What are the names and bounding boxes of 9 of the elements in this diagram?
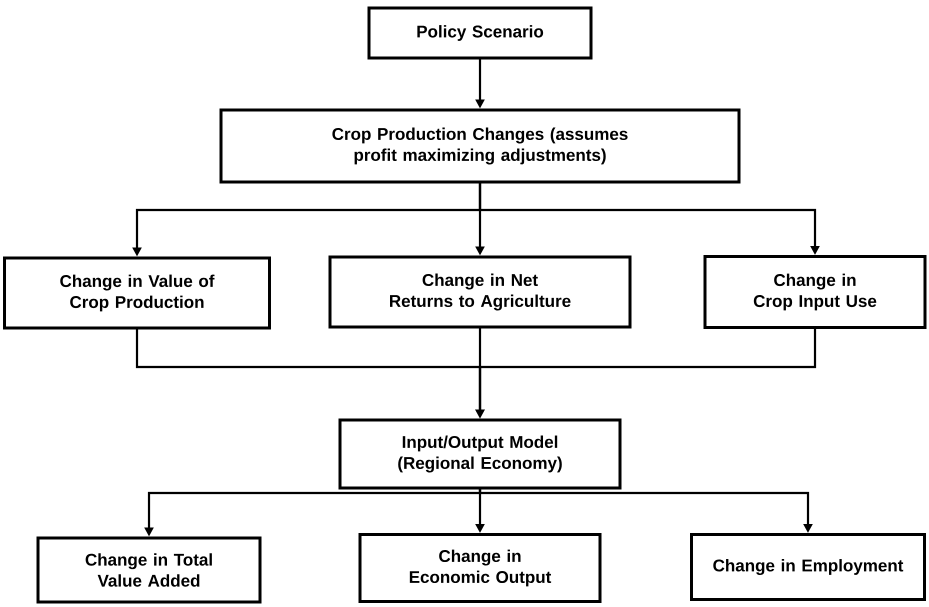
process-box: Change in Total Value Added bbox=[36, 536, 262, 604]
process-box: Change in Net Returns to Agriculture bbox=[328, 256, 632, 328]
process-box: Input/Output Model (Regional Economy) bbox=[338, 418, 622, 490]
process-box: Change in Employment bbox=[690, 533, 926, 601]
process-box: Crop Production Changes (assumes profit maximizing adjustments) bbox=[220, 108, 740, 184]
process-box: Change in Crop Input Use bbox=[704, 255, 926, 329]
process-box: Change in Value of Crop Production bbox=[3, 256, 271, 330]
process-box: Policy Scenario bbox=[368, 6, 592, 60]
process-box: Change in Economic Output bbox=[358, 533, 602, 603]
